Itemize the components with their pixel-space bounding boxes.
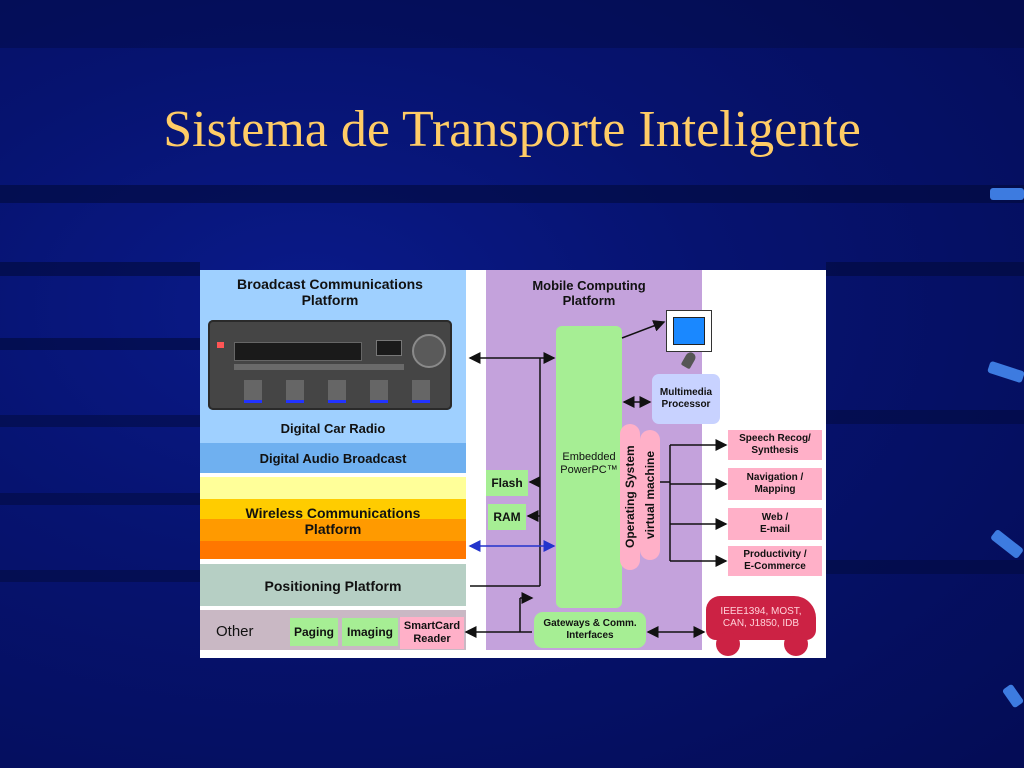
radio-preset-4 (370, 380, 388, 403)
flash-box: Flash (486, 470, 528, 496)
radio-preset-3 (328, 380, 346, 403)
multimedia-processor-box: Multimedia Processor (652, 374, 720, 424)
mobile-platform-label: Mobile Computing Platform (532, 278, 646, 308)
other-label: Other (216, 623, 254, 640)
decorative-dash (990, 188, 1024, 200)
audio-broadcast-band (200, 443, 466, 473)
background-stripe (826, 262, 1024, 276)
ram-box: RAM (488, 504, 526, 530)
background-stripe (826, 560, 1024, 574)
app-speech-box: Speech Recog/ Synthesis (728, 430, 822, 460)
radio-preset-5 (412, 380, 430, 403)
background-stripe (0, 0, 1024, 48)
gateways-box: Gateways & Comm. Interfaces (534, 612, 646, 648)
wireless-platform-label: Wireless Communications Platform (245, 505, 421, 537)
embedded-powerpc-box: Embedded PowerPC™ (556, 326, 622, 608)
radio-power-light (217, 342, 224, 348)
wireless-band-yellow (200, 477, 466, 499)
monitor-link (621, 320, 666, 339)
radio-display (234, 342, 362, 361)
app-web-box: Web / E-mail (728, 508, 822, 540)
imaging-box: Imaging (342, 618, 398, 646)
background-stripe (0, 185, 1024, 203)
car-radio-image (208, 320, 452, 410)
background-stripe (0, 415, 200, 427)
wireless-band-gold (200, 499, 466, 519)
wireless-band-orange (200, 519, 466, 541)
decorative-dash (987, 360, 1024, 384)
background-stripe (0, 493, 200, 505)
monitor-icon (666, 310, 712, 352)
paging-box: Paging (290, 618, 338, 646)
background-stripe (0, 262, 200, 276)
monitor-screen (673, 317, 705, 345)
wireless-band-dark-orange (200, 541, 466, 559)
smartcard-reader-box: SmartCard Reader (400, 617, 464, 649)
radio-knob (412, 334, 446, 368)
background-stripe (826, 410, 1024, 424)
connector-lines (464, 320, 728, 638)
decorative-dash (989, 528, 1024, 560)
positioning-platform-label: Positioning Platform (264, 578, 402, 594)
decorative-dash (1001, 683, 1024, 709)
background-stripe (0, 338, 200, 350)
radio-preset-2 (286, 380, 304, 403)
car-radio-label: Digital Car Radio (280, 421, 386, 436)
its-architecture-diagram: Broadcast Communications Platform Digita… (200, 270, 826, 658)
audio-broadcast-label: Digital Audio Broadcast (259, 451, 407, 466)
radio-button-bar (234, 364, 404, 370)
background-stripe (0, 570, 200, 582)
radio-small-display (376, 340, 402, 356)
app-navigation-box: Navigation / Mapping (728, 468, 822, 500)
positioning-platform-panel (200, 564, 466, 606)
radio-preset-1 (244, 380, 262, 403)
bus-wheel-right (784, 632, 808, 656)
broadcast-platform-label: Broadcast Communications Platform (237, 276, 423, 308)
bus-wheel-left (716, 632, 740, 656)
app-productivity-box: Productivity / E-Commerce (728, 546, 822, 576)
slide-title: Sistema de Transporte Inteligente (163, 101, 861, 158)
